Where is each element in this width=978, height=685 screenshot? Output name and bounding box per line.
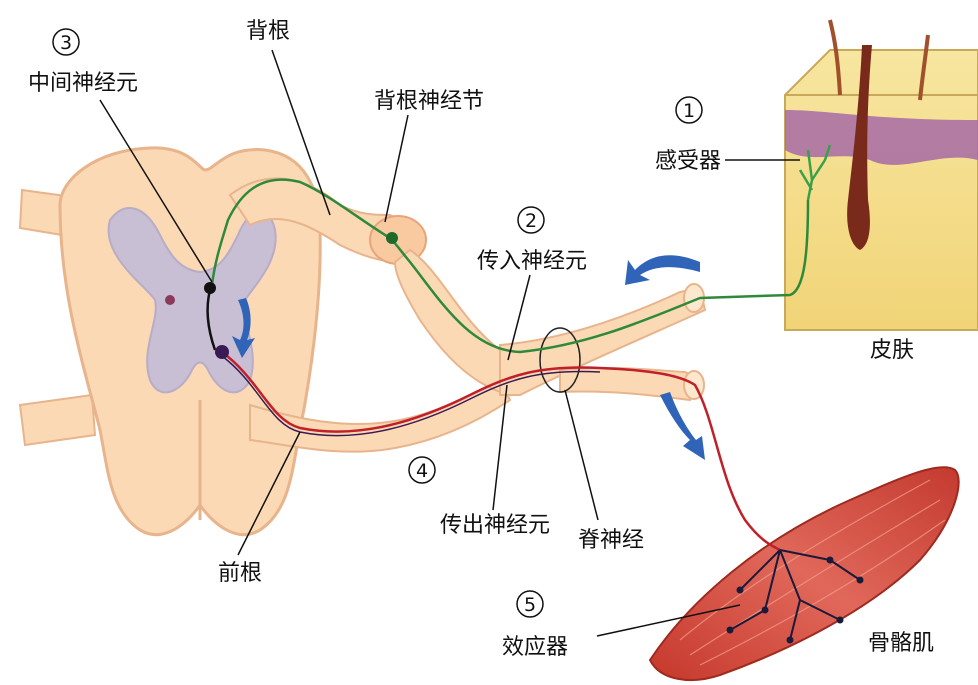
interneuron-cell-body xyxy=(204,282,216,294)
left-ventral-root-stub xyxy=(20,395,95,445)
marker-3-text: 3 xyxy=(60,32,72,54)
label-efferent-neuron: 传出神经元 xyxy=(440,513,550,538)
label-interneuron: 中间神经元 xyxy=(28,71,138,96)
marker-5-text: 5 xyxy=(524,594,536,616)
label-skeletal-muscle: 骨骼肌 xyxy=(868,631,934,656)
spinal-nerve-branch xyxy=(560,368,700,400)
label-spinal-nerve: 脊神经 xyxy=(578,528,644,553)
label-dorsal-root-ganglion: 背根神经节 xyxy=(374,89,484,114)
label-effector: 效应器 xyxy=(502,635,568,660)
label-receptor: 感受器 xyxy=(655,149,721,174)
skin-epidermis xyxy=(785,50,978,330)
label-dorsal-root: 背根 xyxy=(246,19,290,44)
leader-spinal-nerve xyxy=(565,390,598,520)
skin-block xyxy=(785,20,978,330)
marker-2: 2 xyxy=(518,207,544,233)
arrow-efferent-direction xyxy=(660,392,705,460)
label-ventral-root: 前根 xyxy=(218,561,262,586)
marker-4-text: 4 xyxy=(416,460,428,482)
label-afferent-neuron: 传入神经元 xyxy=(477,249,587,274)
marker-3: 3 xyxy=(53,29,79,55)
central-canal xyxy=(165,295,175,305)
marker-2-text: 2 xyxy=(525,210,537,232)
marker-4: 4 xyxy=(409,457,435,483)
efferent-cell-body xyxy=(215,345,229,359)
arrow-afferent-direction xyxy=(625,255,700,285)
marker-1: 1 xyxy=(676,97,702,123)
leader-ganglion xyxy=(385,115,408,222)
afferent-cell-body xyxy=(386,232,398,244)
marker-5: 5 xyxy=(517,591,543,617)
marker-1-text: 1 xyxy=(683,100,695,122)
label-skin: 皮肤 xyxy=(870,338,914,363)
